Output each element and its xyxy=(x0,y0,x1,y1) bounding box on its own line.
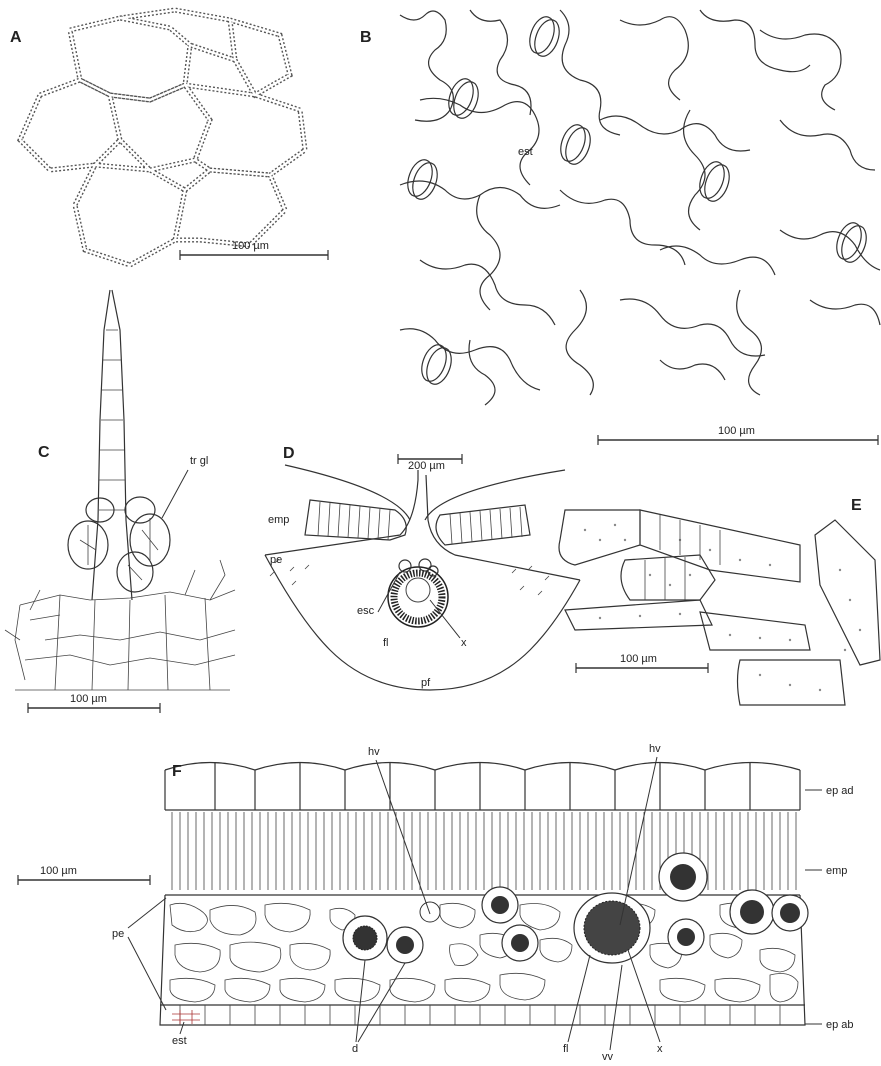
label-b-est: est xyxy=(518,146,533,158)
scale-bar-f xyxy=(18,875,150,885)
panel-label-a: A xyxy=(10,29,22,46)
scale-label-e: 100 µm xyxy=(620,653,657,665)
label-d-pe: pe xyxy=(270,554,282,566)
leader-c-trgl xyxy=(162,470,188,518)
leader-f-pe-lower xyxy=(128,937,166,1010)
label-d-emp: emp xyxy=(268,514,289,526)
scale-label-f: 100 µm xyxy=(40,865,77,877)
label-f-epad: ep ad xyxy=(826,785,854,797)
label-d-x: x xyxy=(461,637,467,649)
label-f-est: est xyxy=(172,1035,187,1047)
panel-d-drawing xyxy=(265,465,580,690)
scale-label-c: 100 µm xyxy=(70,693,107,705)
panel-label-c: C xyxy=(38,444,50,461)
leader-f-fl xyxy=(568,955,590,1042)
panel-a-drawing xyxy=(20,10,305,265)
label-f-vv: vv xyxy=(602,1051,614,1063)
scale-label-d: 200 µm xyxy=(408,460,445,472)
label-f-epab: ep ab xyxy=(826,1019,854,1031)
panel-e-drawing xyxy=(559,510,880,705)
label-f-x: x xyxy=(657,1043,663,1055)
label-c-trgl: tr gl xyxy=(190,455,208,467)
label-f-hv1: hv xyxy=(368,746,380,758)
leader-f-d-2 xyxy=(358,963,405,1042)
leader-f-hv2 xyxy=(620,757,657,925)
label-f-emp: emp xyxy=(826,865,847,877)
stomata-b xyxy=(403,13,871,387)
scale-label-a: 100 µm xyxy=(232,240,269,252)
panel-label-d: D xyxy=(283,445,295,462)
leader-f-hv1 xyxy=(376,760,430,914)
leader-f-d-1 xyxy=(356,960,365,1042)
label-f-d: d xyxy=(352,1043,358,1055)
label-d-fl: fl xyxy=(383,637,389,649)
label-f-fl: fl xyxy=(563,1043,569,1055)
leader-f-x xyxy=(628,950,660,1042)
label-f-pe: pe xyxy=(112,928,124,940)
panel-label-b: B xyxy=(360,29,372,46)
leader-f-pe-upper xyxy=(128,898,166,928)
panel-b-drawing xyxy=(400,10,880,405)
panel-label-f: F xyxy=(172,763,182,780)
label-d-esc: esc xyxy=(357,605,375,617)
panel-c-drawing xyxy=(5,290,235,690)
leader-f-vv xyxy=(610,965,622,1050)
label-d-pf: pf xyxy=(421,677,431,689)
panel-f-drawing xyxy=(160,762,808,1025)
leader-f-est xyxy=(180,1022,184,1034)
panel-label-e: E xyxy=(851,497,862,514)
label-f-hv2: hv xyxy=(649,743,661,755)
scale-label-b: 100 µm xyxy=(718,425,755,437)
